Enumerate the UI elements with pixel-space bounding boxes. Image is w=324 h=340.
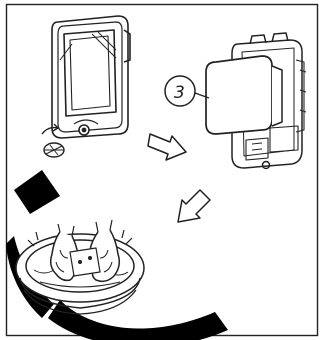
arrow-down-left-icon — [178, 190, 210, 222]
callout-badge: 3 — [165, 76, 209, 106]
callout-number: 3 — [174, 83, 185, 103]
rotate-arrow-icon — [42, 124, 64, 157]
arrow-right-icon — [148, 134, 186, 160]
device-back-icon — [206, 33, 306, 169]
device-front-icon — [52, 16, 130, 138]
